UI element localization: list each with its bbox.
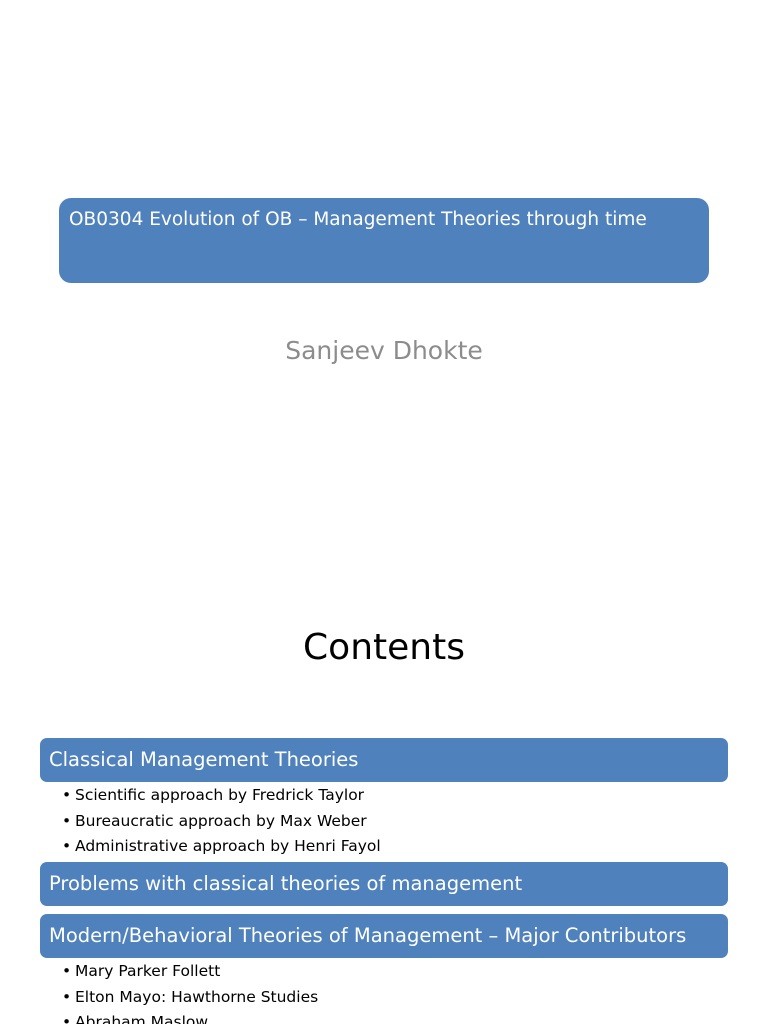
bullet-icon: •	[62, 786, 72, 804]
section-label: Problems with classical theories of mana…	[49, 872, 523, 895]
list-item-text: Abraham Maslow	[75, 1013, 209, 1024]
bullet-icon: •	[62, 987, 72, 1006]
section-classical-theories: Classical Management Theories	[40, 738, 728, 782]
list-item: •Scientific approach by Fredrick Taylor	[62, 783, 381, 809]
bullet-icon: •	[62, 962, 72, 980]
list-item-text: Mary Parker Follett	[75, 962, 221, 980]
contents-slide: Contents Classical Management Theories •…	[0, 576, 768, 1024]
section-classical-problems: Problems with classical theories of mana…	[40, 862, 728, 906]
section-label: Modern/Behavioral Theories of Management…	[49, 924, 687, 947]
bullet-icon: •	[62, 837, 72, 855]
list-item-text: Elton Mayo: Hawthorne Studies	[75, 987, 319, 1006]
list-item: •Administrative approach by Henri Fayol	[62, 834, 381, 860]
contents-heading: Contents	[303, 627, 465, 668]
list-item: •Mary Parker Follett	[62, 959, 318, 985]
behavioral-contributors-list: •Mary Parker Follett •Elton Mayo: Hawtho…	[62, 959, 318, 1024]
section-behavioral-theories: Modern/Behavioral Theories of Management…	[40, 914, 728, 958]
title-box: OB0304 Evolution of OB – Management Theo…	[59, 198, 709, 283]
list-item: •Bureaucratic approach by Max Weber	[62, 809, 381, 835]
list-item: •Elton Mayo: Hawthorne Studies	[62, 985, 318, 1011]
section-label: Classical Management Theories	[49, 748, 359, 771]
title-slide: OB0304 Evolution of OB – Management Theo…	[59, 198, 709, 365]
list-item-text: Scientific approach by Fredrick Taylor	[75, 786, 365, 804]
bullet-icon: •	[62, 1013, 72, 1024]
list-item-text: Administrative approach by Henri Fayol	[75, 837, 381, 855]
slide-title: OB0304 Evolution of OB – Management Theo…	[69, 209, 647, 230]
list-item: •Abraham Maslow	[62, 1010, 318, 1024]
author-name: Sanjeev Dhokte	[285, 336, 483, 365]
list-item-text: Bureaucratic approach by Max Weber	[75, 811, 367, 830]
bullet-icon: •	[62, 811, 72, 830]
classical-theories-list: •Scientific approach by Fredrick Taylor …	[62, 783, 381, 860]
